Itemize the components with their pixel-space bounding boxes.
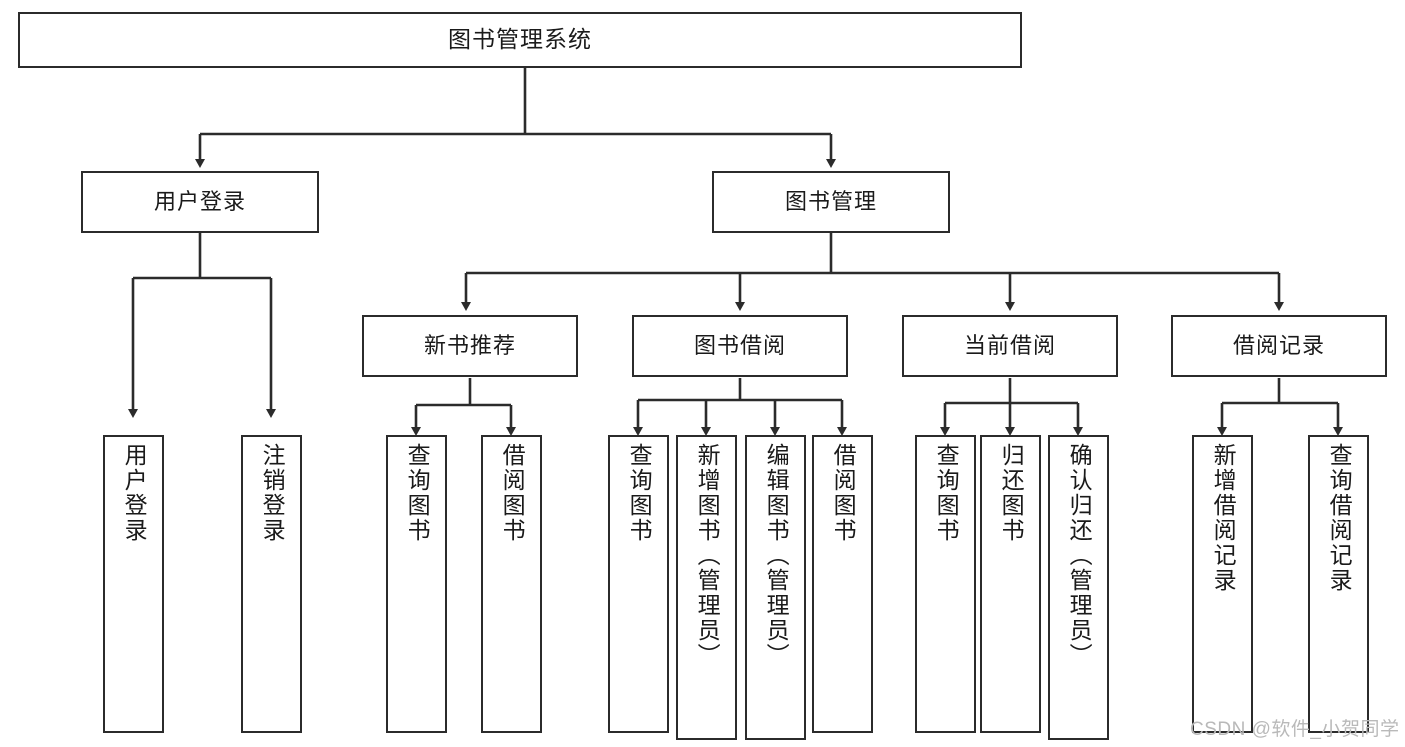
node-label: 用户登录: [153, 188, 246, 214]
node-label: 查询图书: [626, 443, 653, 543]
node-user-login[interactable]: 用户登录: [81, 171, 319, 233]
node-new-book-recommendation[interactable]: 新书推荐: [362, 315, 578, 377]
leaf-borrow-edit-book-admin[interactable]: 编辑图书（管理员）: [745, 435, 806, 740]
node-root-book-management-system[interactable]: 图书管理系统: [18, 12, 1022, 68]
node-label: 图书借阅: [693, 332, 786, 358]
leaf-current-return-books[interactable]: 归还图书: [980, 435, 1041, 733]
node-book-borrowing[interactable]: 图书借阅: [632, 315, 848, 377]
node-label: 用户登录: [121, 443, 148, 543]
node-current-borrowing[interactable]: 当前借阅: [902, 315, 1118, 377]
leaf-new-book-query-books[interactable]: 查询图书: [386, 435, 447, 733]
node-label: 注销登录: [259, 443, 286, 543]
node-label: 查询图书: [933, 443, 960, 543]
node-label: 图书管理: [784, 188, 877, 214]
node-label: 新增图书（管理员）: [694, 443, 721, 668]
watermark-text: CSDN @软件_小贺同学: [1190, 719, 1400, 740]
leaf-new-book-borrow-books[interactable]: 借阅图书: [481, 435, 542, 733]
leaf-record-query-borrow-record[interactable]: 查询借阅记录: [1308, 435, 1369, 733]
leaf-borrow-borrow-books[interactable]: 借阅图书: [812, 435, 873, 733]
node-label: 编辑图书（管理员）: [763, 443, 790, 668]
node-borrow-records[interactable]: 借阅记录: [1171, 315, 1387, 377]
node-label: 新书推荐: [423, 332, 516, 358]
node-label: 图书管理系统: [448, 26, 592, 53]
node-label: 新增借阅记录: [1210, 443, 1237, 593]
node-label: 借阅记录: [1232, 332, 1325, 358]
node-label: 当前借阅: [963, 332, 1056, 358]
leaf-borrow-add-book-admin[interactable]: 新增图书（管理员）: [676, 435, 737, 740]
leaf-record-add-borrow-record[interactable]: 新增借阅记录: [1192, 435, 1253, 733]
leaf-user-login-login[interactable]: 用户登录: [103, 435, 164, 733]
node-label: 借阅图书: [499, 443, 526, 543]
node-label: 查询借阅记录: [1326, 443, 1353, 593]
leaf-borrow-query-books[interactable]: 查询图书: [608, 435, 669, 733]
node-label: 查询图书: [404, 443, 431, 543]
node-book-management[interactable]: 图书管理: [712, 171, 950, 233]
leaf-current-confirm-return-admin[interactable]: 确认归还（管理员）: [1048, 435, 1109, 740]
node-label: 归还图书: [998, 443, 1025, 543]
node-label: 确认归还（管理员）: [1066, 443, 1093, 668]
leaf-user-login-logout[interactable]: 注销登录: [241, 435, 302, 733]
node-label: 借阅图书: [830, 443, 857, 543]
leaf-current-query-books[interactable]: 查询图书: [915, 435, 976, 733]
